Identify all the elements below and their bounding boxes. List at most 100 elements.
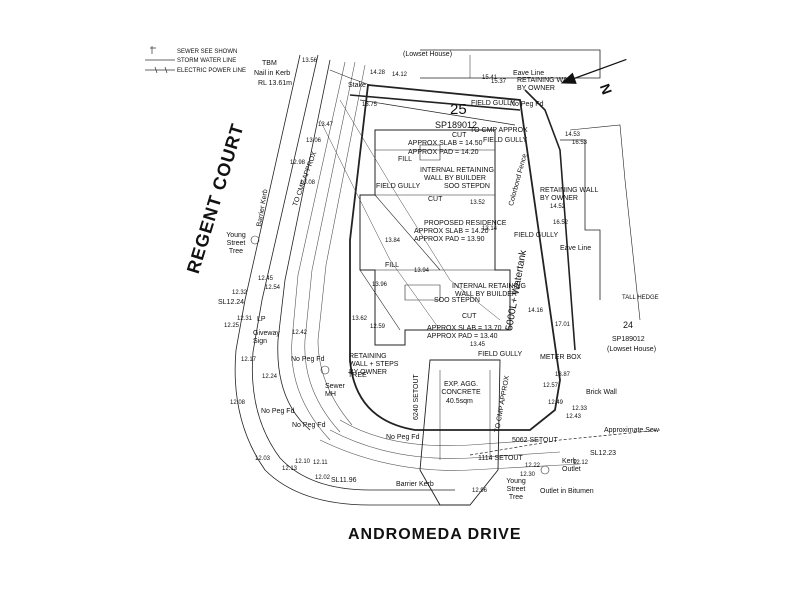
spot-level: 13.56 (302, 58, 318, 64)
cut-label-2: CUT (428, 196, 443, 203)
spot-level: 14.16 (528, 308, 544, 314)
young-street-tree-left: Young Street Tree (226, 232, 246, 255)
spot-level: 12.45 (258, 276, 274, 282)
street-name-andromeda-drive: ANDROMEDA DRIVE (348, 526, 522, 543)
to-cmp-approx-top: TO CMP APPROX (470, 127, 528, 134)
field-gully-5: FIELD GULLY (478, 351, 523, 358)
kerb-outlet: Kerb Outlet (562, 458, 581, 473)
spot-level: 12.59 (370, 324, 386, 330)
spot-level: 13.87 (555, 372, 571, 378)
retaining-wall-owner-top: RETAINING WALL BY OWNER (517, 77, 576, 92)
no-peg-top: No Peg Fd (510, 101, 544, 108)
spot-level: 12.96 (472, 488, 488, 494)
legend-icons (145, 46, 175, 74)
neighbour-right-plan: SP189012 (612, 336, 645, 343)
spot-level: 13.52 (470, 200, 486, 206)
spot-level: 12.12 (573, 460, 589, 466)
setout-3: 6240 SETOUT (413, 374, 420, 420)
sl-1196: SL11.96 (331, 477, 357, 484)
legend-storm-label: STORM WATER LINE (177, 58, 237, 64)
no-peg-3: No Peg Fd (292, 422, 326, 429)
internal-wall-1a: INTERNAL RETAINING (420, 167, 494, 174)
spot-level: 13.45 (470, 342, 486, 348)
field-gully-4: FIELD GULLY (514, 232, 559, 239)
spot-level: 12.43 (566, 414, 582, 420)
stepdn-1: SOO STEPDN (444, 183, 490, 190)
spot-level: 16.53 (572, 140, 588, 146)
neighbour-top-label: (Lowset House) (403, 51, 453, 58)
meter-box: METER BOX (540, 354, 582, 361)
barrier-kerb-bottom: Barrier Kerb (396, 481, 434, 488)
internal-wall-2b: WALL BY BUILDER (455, 291, 517, 298)
driveway (419, 359, 501, 506)
fill-label-1: FILL (398, 156, 413, 163)
exp-agg-concrete: EXP. AGG. CONCRETE (441, 381, 481, 396)
spot-level: 15.41 (482, 75, 498, 81)
tree-icon (540, 465, 550, 475)
sl-1224: SL12.24 (218, 299, 245, 306)
spot-level: 12.49 (548, 400, 564, 406)
spot-level: 13.14 (482, 226, 498, 232)
pipe-icon (150, 46, 156, 54)
spot-level: 12.13 (282, 466, 298, 472)
benchmark-line1: Nail in Kerb (254, 70, 291, 77)
sewer-manhole: Sewer MH (325, 383, 345, 398)
approx-slab-3: APPROX SLAB = 13.70 (427, 325, 502, 332)
stake-label: Stake (348, 82, 366, 89)
spot-level: 17.01 (555, 322, 571, 328)
internal-wall-2a: INTERNAL RETAINING (452, 283, 526, 290)
neighbour-house-top (420, 49, 601, 79)
spot-level: 15.37 (491, 79, 507, 85)
legend-sewer-label: SEWER SEE SHOWN (177, 49, 238, 55)
spot-level: 12.54 (265, 285, 281, 291)
spot-level: 12.03 (255, 456, 271, 462)
spot-level: 12.24 (262, 374, 278, 380)
spot-level: 12.31 (237, 316, 253, 322)
lp-label: LP (257, 316, 266, 323)
eave-line-right: Eave Line (560, 245, 592, 252)
eave-line-top: Eave Line (513, 70, 545, 77)
young-street-tree-bottom: Young Street Tree (506, 478, 526, 501)
sl-1223: SL12.23 (590, 450, 617, 457)
fill-label-2: FILL (385, 262, 400, 269)
proposed-residence: PROPOSED RESIDENCE (424, 220, 507, 227)
spot-level: 12.33 (572, 406, 588, 412)
spot-level: 14.53 (565, 132, 581, 138)
outlet-bitumen: Outlet in Bitumen (540, 488, 594, 495)
spot-level: 13.75 (362, 102, 378, 108)
north-arrow (560, 58, 627, 84)
approx-pad-1: APPROX PAD = 14.20 (408, 149, 479, 156)
spot-level: 12.30 (520, 472, 536, 478)
spot-level: 13.84 (385, 238, 401, 244)
sewer-line (469, 429, 661, 456)
retaining-wall-steps: RETAINING WALL + STEPS BY OWNER (349, 353, 399, 376)
benchmark-line2: RL 13.61m (258, 80, 292, 87)
giveway-sign: Giveway Sign (253, 330, 280, 345)
tree-icon (250, 235, 260, 245)
spot-level: 12.57 (543, 383, 559, 389)
spot-level: 13.08 (300, 180, 316, 186)
retaining-wall-right (524, 89, 576, 351)
brick-wall: Brick Wall (586, 389, 617, 396)
spot-level: 13.06 (306, 138, 322, 144)
spot-level: 12.98 (290, 160, 306, 166)
power-line-icon (145, 66, 175, 74)
setout-2: 1114 SETOUT (478, 455, 523, 462)
spot-level: 13.62 (352, 316, 368, 322)
spot-level: 14.28 (370, 70, 386, 76)
spot-level: 12.32 (232, 290, 248, 296)
tall-hedge-label: TALL HEDGE (622, 295, 659, 301)
proposed-pad: APPROX PAD = 13.90 (414, 236, 485, 243)
cut-label-1: CUT (452, 132, 467, 139)
approx-pad-3: APPROX PAD = 13.40 (427, 333, 498, 340)
approx-slab-1: APPROX SLAB = 14.50 (408, 140, 483, 147)
setout-1: 5062 SETOUT (512, 437, 558, 444)
regent-court-kerb-outer (234, 54, 455, 506)
spot-level: 13.96 (372, 282, 388, 288)
spot-level: 12.42 (292, 330, 308, 336)
spot-level: 12.11 (313, 460, 328, 466)
retaining-wall-owner-right: RETAINING WALL BY OWNER (540, 187, 599, 202)
spot-level: 14.12 (392, 72, 408, 78)
